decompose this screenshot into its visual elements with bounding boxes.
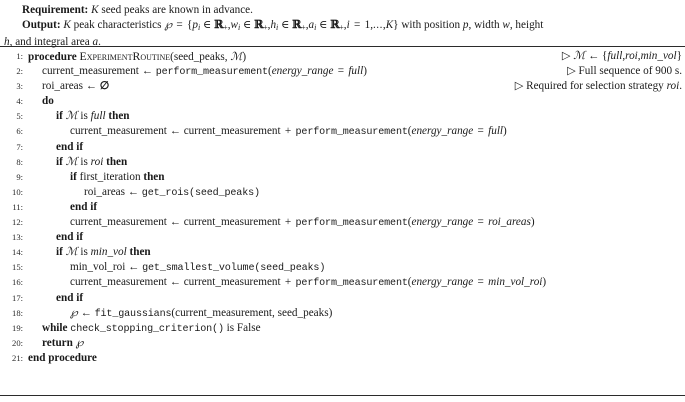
code-line-8: 8: if ℳ is roi then bbox=[0, 155, 685, 170]
line-number: 3: bbox=[16, 81, 23, 92]
line-content: roi_areas ← get_rois(seed_peaks) bbox=[84, 185, 260, 199]
line-content: while check_stopping_criterion() is Fals… bbox=[42, 321, 261, 335]
output-math-expression: ℘ = {pi ∈ ℝ+,wi ∈ ℝ+,hi ∈ ℝ+,ai ∈ ℝ+,i =… bbox=[164, 17, 399, 32]
line-number: 13: bbox=[12, 232, 23, 243]
code-line-17: 17: end if bbox=[0, 291, 685, 306]
line-content: current_measurement ← perform_measuremen… bbox=[42, 65, 367, 79]
line-comment: ▷ ℳ ← {full,roi,min_vol} bbox=[561, 50, 682, 62]
line-content: if ℳ is roi then bbox=[56, 155, 128, 168]
line-content: if first_iteration then bbox=[70, 170, 165, 183]
code-line-19: 19: while check_stopping_criterion() is … bbox=[0, 321, 685, 336]
code-line-21: 21: end procedure bbox=[0, 351, 685, 366]
code-line-1: 1: procedure ExperimentRoutine(seed_peak… bbox=[0, 49, 685, 64]
line-number: 4: bbox=[16, 96, 23, 107]
line-content: min_vol_roi ← get_smallest_volume(seed_p… bbox=[70, 261, 326, 275]
line-number: 16: bbox=[12, 277, 23, 288]
line-number: 19: bbox=[12, 322, 23, 333]
header-rule bbox=[0, 46, 685, 47]
code-line-11: 11: end if bbox=[0, 200, 685, 215]
line-content: end if bbox=[56, 231, 84, 244]
code-line-5: 5: if ℳ is full then bbox=[0, 109, 685, 124]
line-content: current_measurement ← current_measuremen… bbox=[70, 125, 507, 139]
line-number: 14: bbox=[12, 247, 23, 258]
line-number: 8: bbox=[16, 156, 23, 167]
algorithm-preamble: Requirement: K seed peaks are known in a… bbox=[0, 0, 685, 49]
line-content: roi_areas ← ∅ bbox=[42, 80, 110, 93]
line-number: 15: bbox=[12, 262, 23, 273]
line-number: 6: bbox=[16, 126, 23, 137]
line-content: if ℳ is full then bbox=[56, 110, 130, 123]
line-number: 1: bbox=[16, 51, 23, 61]
line-number: 18: bbox=[12, 307, 23, 318]
line-content: end if bbox=[56, 291, 84, 304]
line-content: end procedure bbox=[28, 351, 97, 364]
line-number: 10: bbox=[12, 186, 23, 197]
line-number: 11: bbox=[12, 201, 23, 212]
code-line-13: 13: end if bbox=[0, 230, 685, 245]
code-line-20: 20: return ℘ bbox=[0, 336, 685, 351]
output-label: Output: bbox=[22, 19, 61, 32]
footer-rule bbox=[0, 395, 685, 396]
line-content: procedure ExperimentRoutine(seed_peaks, … bbox=[28, 49, 247, 63]
code-line-2: 2: current_measurement ← perform_measure… bbox=[0, 64, 685, 79]
code-line-10: 10: roi_areas ← get_rois(seed_peaks) bbox=[0, 185, 685, 200]
line-content: ℘ ← fit_gaussians(current_measurement, s… bbox=[70, 306, 333, 320]
output-line-continuation: h, and integral area a. bbox=[4, 36, 101, 49]
line-number: 12: bbox=[12, 217, 23, 228]
line-content: current_measurement ← current_measuremen… bbox=[70, 276, 547, 290]
line-number: 21: bbox=[12, 352, 23, 363]
line-content: return ℘ bbox=[42, 336, 84, 349]
code-line-7: 7: end if bbox=[0, 140, 685, 155]
line-number: 5: bbox=[16, 111, 23, 122]
line-content: end if bbox=[56, 140, 84, 153]
line-number: 2: bbox=[16, 66, 23, 77]
code-line-9: 9: if first_iteration then bbox=[0, 170, 685, 185]
code-line-14: 14: if ℳ is min_vol then bbox=[0, 245, 685, 260]
line-content: if ℳ is min_vol then bbox=[56, 246, 151, 259]
line-number: 7: bbox=[16, 141, 23, 152]
requirement-label: Requirement: bbox=[22, 4, 89, 16]
line-number: 17: bbox=[12, 292, 23, 303]
output-text-pre: K peak characteristics bbox=[63, 19, 165, 32]
code-line-12: 12: current_measurement ← current_measur… bbox=[0, 215, 685, 230]
output-line: Output: K peak characteristics ℘ = {pi ∈… bbox=[4, 17, 681, 35]
requirement-line: Requirement: K seed peaks are known in a… bbox=[4, 3, 681, 17]
code-line-18: 18: ℘ ← fit_gaussians(current_measuremen… bbox=[0, 306, 685, 321]
requirement-text: K seed peaks are known in advance. bbox=[91, 4, 253, 16]
line-content: end if bbox=[70, 200, 98, 213]
line-number: 9: bbox=[16, 171, 23, 182]
output-text-post: with position p, width w, height bbox=[398, 19, 544, 32]
code-line-15: 15: min_vol_roi ← get_smallest_volume(se… bbox=[0, 260, 685, 275]
code-line-3: 3: roi_areas ← ∅ ▷ Required for selectio… bbox=[0, 79, 685, 94]
line-comment: ▷ Required for selection strategy roi. bbox=[514, 80, 682, 93]
line-content: do bbox=[42, 95, 54, 108]
line-content: current_measurement ← current_measuremen… bbox=[70, 216, 535, 230]
line-number: 20: bbox=[12, 337, 23, 348]
line-comment: ▷ Full sequence of 900 s. bbox=[567, 65, 682, 78]
code-line-16: 16: current_measurement ← current_measur… bbox=[0, 275, 685, 290]
pseudocode-lines: 1: procedure ExperimentRoutine(seed_peak… bbox=[0, 49, 685, 366]
code-line-6: 6: current_measurement ← current_measure… bbox=[0, 124, 685, 139]
code-line-4: 4: do bbox=[0, 94, 685, 109]
